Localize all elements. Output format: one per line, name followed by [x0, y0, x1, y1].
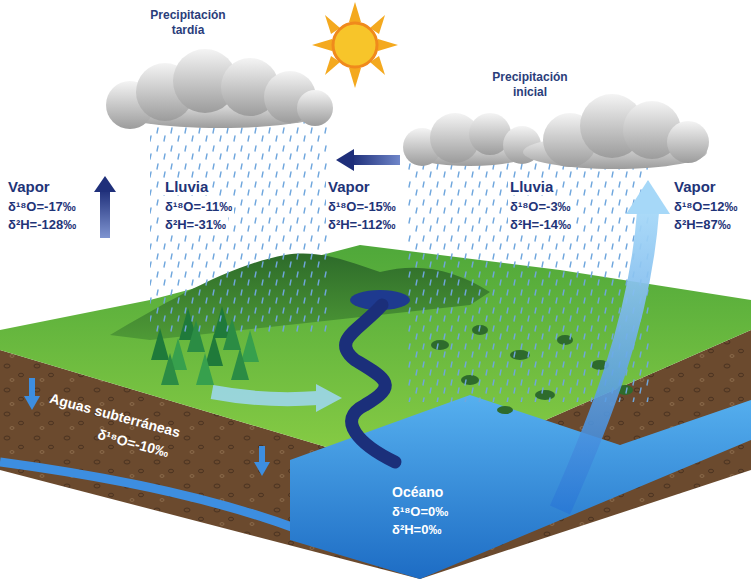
cloud-drift-arrow	[336, 149, 400, 171]
isotope-value: δ¹⁸O=-15‰	[326, 198, 398, 215]
vapor-up-arrow	[94, 176, 116, 238]
sun	[312, 2, 398, 88]
late-rain	[150, 122, 330, 332]
isotope-value: δ¹⁸O=0‰	[392, 503, 448, 520]
phase-label: Vapor	[326, 178, 372, 195]
early-cloud	[403, 94, 709, 169]
phase-label: Lluvia	[163, 178, 210, 195]
river	[346, 305, 395, 462]
isotope-value: δ²H=0‰	[392, 521, 441, 538]
precipitation-label: Precipitación inicial	[480, 70, 580, 100]
isotope-value: δ¹⁸O=-17‰	[6, 198, 78, 215]
evaporation-arrow	[560, 180, 670, 510]
phase-label: Lluvia	[508, 178, 555, 195]
precipitation-label: Precipitación tardía	[138, 8, 238, 38]
isotope-value: δ²H=-31‰	[163, 216, 228, 233]
isotope-value: δ²H=87‰	[672, 216, 733, 233]
isotope-value: δ²H=-112‰	[326, 216, 398, 233]
phase-label: Vapor	[672, 178, 718, 195]
isotope-value: δ²H=-14‰	[508, 216, 573, 233]
late-cloud	[106, 49, 333, 129]
isotope-value: δ²H=-128‰	[6, 216, 78, 233]
phase-label: Vapor	[6, 178, 52, 195]
isotope-value: δ¹⁸O=-11‰	[163, 198, 234, 215]
ocean	[290, 395, 751, 579]
runoff-arrow	[212, 384, 342, 412]
isotope-value: δ¹⁸O=12‰	[672, 198, 740, 215]
isotope-value: δ¹⁸O=-3‰	[508, 198, 573, 215]
ocean-label: Océano	[392, 484, 443, 501]
